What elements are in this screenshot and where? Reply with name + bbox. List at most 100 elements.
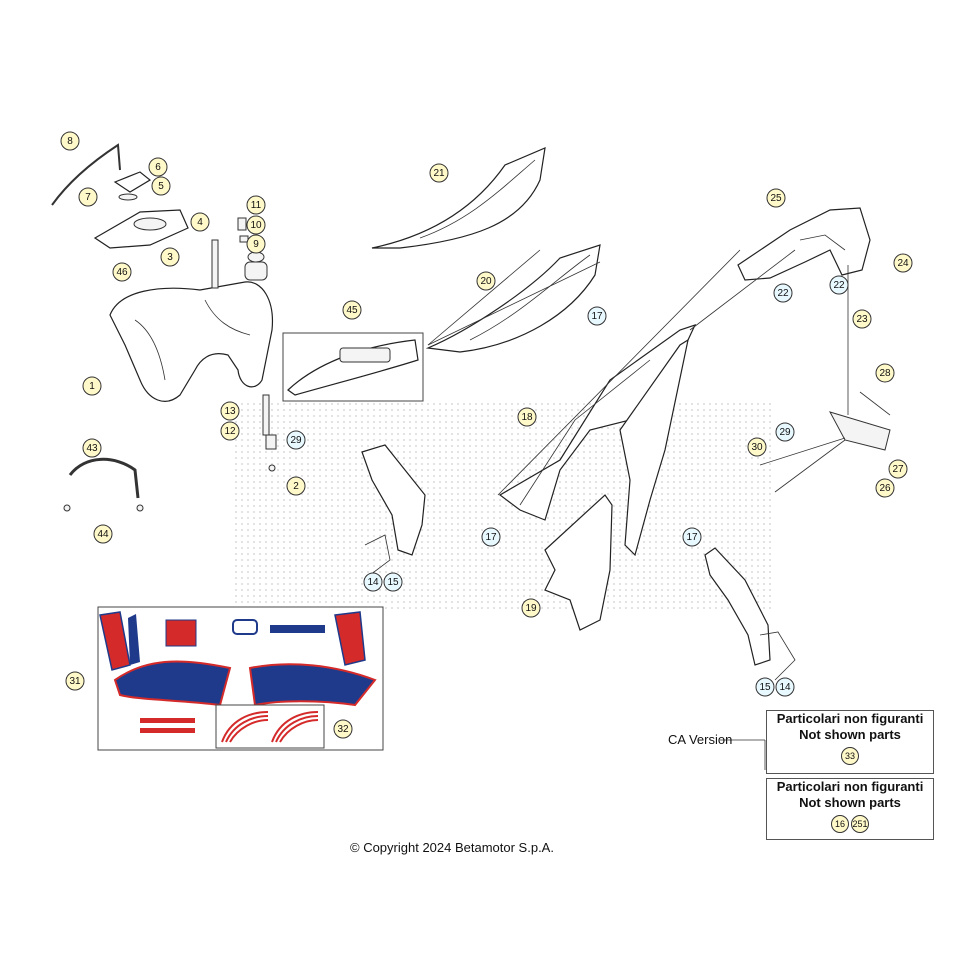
callout-circle — [82, 438, 102, 458]
callout-9: 9 — [246, 234, 266, 254]
callout-1: 1 — [82, 376, 102, 396]
callout-number: 11 — [251, 200, 262, 211]
callout-number: 2 — [293, 481, 299, 492]
callout-11: 11 — [246, 195, 266, 215]
callout-13: 13 — [220, 401, 240, 421]
part-callout: 33 — [841, 747, 859, 765]
callout-23: 23 — [852, 309, 872, 329]
callout-18: 18 — [517, 407, 537, 427]
decal-fork-right — [128, 614, 140, 665]
rear-subframe — [737, 207, 871, 281]
callout-circle — [151, 176, 171, 196]
not-shown-parts-box-1: Particolari non figuranti Not shown part… — [766, 710, 934, 774]
callout-number: 29 — [779, 427, 791, 438]
callout-circle — [775, 677, 795, 697]
callout-circle — [481, 527, 501, 547]
seat-detail-box — [282, 332, 424, 402]
callout-circle — [112, 262, 132, 282]
part-callout: 251 — [851, 815, 869, 833]
callout-number: 1 — [89, 381, 95, 392]
callout-circle — [65, 671, 85, 691]
decal-strip — [270, 625, 325, 633]
callout-circle — [148, 157, 168, 177]
callout-number: 45 — [346, 305, 358, 316]
decal-swingarm-2 — [140, 728, 195, 733]
callout-15: 15 — [755, 677, 775, 697]
callout-number: 44 — [97, 529, 109, 540]
callout-17: 17 — [481, 527, 501, 547]
callout-circle — [60, 131, 80, 151]
callout-5: 5 — [151, 176, 171, 196]
callout-3: 3 — [160, 247, 180, 267]
seat-upper — [371, 147, 546, 249]
callout-circle — [383, 572, 403, 592]
callout-27: 27 — [888, 459, 908, 479]
callout-19: 19 — [521, 598, 541, 618]
callout-17: 17 — [682, 527, 702, 547]
callout-circle — [246, 215, 266, 235]
callout-30: 30 — [747, 437, 767, 457]
callout-26: 26 — [875, 478, 895, 498]
callout-17: 17 — [587, 306, 607, 326]
watermark — [235, 400, 775, 610]
seat-lower — [425, 244, 601, 353]
callout-number: 23 — [856, 314, 868, 325]
fuel-tank — [109, 261, 274, 402]
callout-number: 14 — [367, 577, 379, 588]
callout-number: 17 — [485, 532, 497, 543]
callout-number: 5 — [158, 181, 164, 192]
callout-number: 8 — [67, 136, 73, 147]
callout-6: 6 — [148, 157, 168, 177]
callout-4: 4 — [190, 212, 210, 232]
callout-circle — [587, 306, 607, 326]
callout-number: 43 — [86, 443, 98, 454]
tank-strap — [68, 457, 140, 499]
callout-circle — [875, 363, 895, 383]
callout-number: 27 — [892, 464, 904, 475]
callout-circle — [220, 421, 240, 441]
callout-circle — [342, 300, 362, 320]
callout-circle — [246, 195, 266, 215]
note2-english: Not shown parts — [799, 795, 901, 810]
callout-number: 32 — [337, 724, 349, 735]
callout-number: 21 — [433, 168, 445, 179]
callout-43: 43 — [82, 438, 102, 458]
decal-fender — [165, 619, 197, 647]
callout-circle — [829, 275, 849, 295]
note2-italian: Particolari non figuranti — [776, 779, 924, 794]
decal-side-left — [113, 660, 232, 707]
callout-number: 19 — [525, 603, 537, 614]
callout-15: 15 — [383, 572, 403, 592]
callout-29: 29 — [775, 422, 795, 442]
callout-44: 44 — [93, 524, 113, 544]
callout-circle — [893, 253, 913, 273]
callout-circle — [429, 163, 449, 183]
callout-20: 20 — [476, 271, 496, 291]
callout-circle — [766, 188, 786, 208]
callout-number: 9 — [253, 239, 259, 250]
callout-number: 22 — [777, 288, 789, 299]
strap-clip-left — [63, 504, 71, 512]
callout-circle — [852, 309, 872, 329]
fuel-cap — [113, 171, 152, 201]
callout-circle — [476, 271, 496, 291]
callout-circle — [775, 422, 795, 442]
callout-circle — [286, 430, 306, 450]
callout-number: 26 — [879, 483, 891, 494]
screw-stack — [211, 217, 265, 289]
callout-circle — [333, 719, 353, 739]
callout-number: 7 — [85, 192, 91, 203]
callout-circle — [93, 524, 113, 544]
breather-hose — [51, 143, 121, 206]
callout-8: 8 — [60, 131, 80, 151]
radiator-shroud-left — [361, 444, 426, 576]
decal-side-right — [248, 663, 377, 707]
callout-31: 31 — [65, 671, 85, 691]
note1-italian: Particolari non figuranti — [776, 711, 924, 726]
callout-number: 4 — [197, 217, 203, 228]
callout-2: 2 — [286, 476, 306, 496]
callout-12: 12 — [220, 421, 240, 441]
decal-rear — [334, 611, 366, 666]
callout-24: 24 — [893, 253, 913, 273]
